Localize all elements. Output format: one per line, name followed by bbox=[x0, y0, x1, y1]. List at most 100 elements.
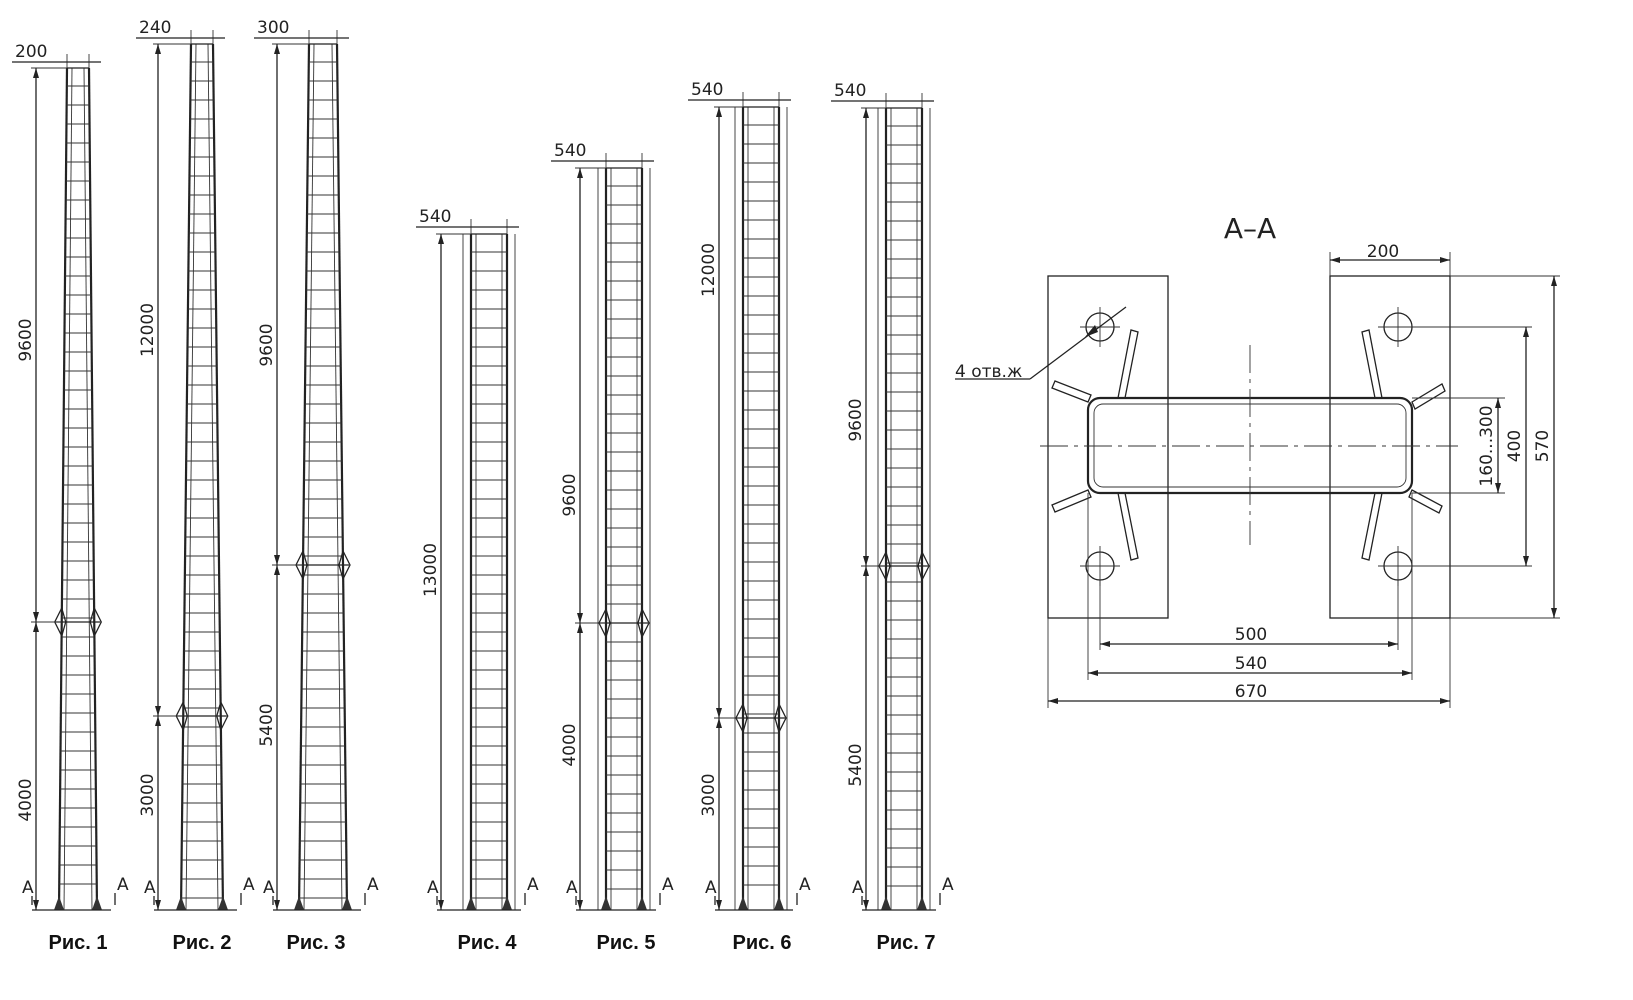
column-chord bbox=[297, 43, 311, 911]
width-dimension: 540 bbox=[554, 141, 586, 161]
base-foot bbox=[294, 896, 304, 910]
splice-joint bbox=[175, 700, 188, 732]
base-foot bbox=[917, 896, 927, 910]
length-dimension: 9600 bbox=[560, 473, 580, 516]
column-chord bbox=[303, 43, 315, 911]
base-plate-right bbox=[1329, 275, 1451, 619]
length-dimension: 4000 bbox=[560, 723, 580, 766]
section-marker-right: A bbox=[243, 875, 255, 895]
dim-plate-width: 200 bbox=[1367, 242, 1399, 262]
column-chord bbox=[185, 43, 197, 911]
section-marker-left: A bbox=[566, 878, 578, 898]
figure-caption: Рис. 4 bbox=[458, 932, 518, 954]
base-foot bbox=[92, 896, 102, 910]
base-foot bbox=[637, 896, 647, 910]
base-foot bbox=[738, 896, 748, 910]
base-foot bbox=[774, 896, 784, 910]
section-marker-left: A bbox=[22, 878, 34, 898]
section-marker-left: A bbox=[144, 878, 156, 898]
section-marker-right: A bbox=[662, 875, 674, 895]
splice-joint bbox=[774, 702, 787, 734]
dim-overall-h: 670 bbox=[1235, 682, 1267, 702]
section-marker-left: A bbox=[263, 878, 275, 898]
length-dimension: 13000 bbox=[421, 543, 441, 597]
dim-plate-centers: 540 bbox=[1235, 654, 1267, 674]
dim-overall-v: 570 bbox=[1533, 430, 1553, 462]
column-chord bbox=[57, 67, 69, 911]
width-dimension: 240 bbox=[139, 18, 171, 38]
length-dimension: 5400 bbox=[846, 743, 866, 786]
base-foot bbox=[881, 896, 891, 910]
base-foot bbox=[54, 896, 64, 910]
width-dimension: 540 bbox=[834, 81, 866, 101]
section-marker-right: A bbox=[527, 875, 539, 895]
figure-caption: Рис. 7 bbox=[877, 932, 936, 954]
length-dimension: 3000 bbox=[138, 773, 158, 816]
width-dimension: 540 bbox=[691, 80, 723, 100]
section-marker-right: A bbox=[367, 875, 379, 895]
splice-joint bbox=[878, 550, 891, 582]
dim-rib-range: 160...300 bbox=[1477, 405, 1497, 486]
base-foot bbox=[342, 896, 352, 910]
dim-hole-spacing-h: 500 bbox=[1235, 625, 1267, 645]
section-marker-left: A bbox=[427, 878, 439, 898]
width-dimension: 200 bbox=[15, 42, 47, 62]
splice-joint bbox=[637, 607, 650, 639]
splice-joint bbox=[216, 700, 229, 732]
splice-joint bbox=[54, 606, 67, 638]
base-foot bbox=[176, 896, 186, 910]
length-dimension: 9600 bbox=[16, 318, 36, 361]
anchor-holes bbox=[1080, 307, 1418, 586]
base-foot bbox=[466, 896, 476, 910]
splice-joint bbox=[295, 549, 308, 581]
column-chord bbox=[211, 43, 225, 911]
splice-joint bbox=[598, 607, 611, 639]
length-dimension: 9600 bbox=[257, 323, 277, 366]
column-chord bbox=[331, 43, 343, 911]
base-foot bbox=[218, 896, 228, 910]
section-marker-left: A bbox=[705, 878, 717, 898]
length-dimension: 9600 bbox=[846, 398, 866, 441]
length-dimension: 5400 bbox=[257, 703, 277, 746]
column-chord bbox=[207, 43, 219, 911]
figure-caption: Рис. 2 bbox=[173, 932, 232, 954]
base-foot bbox=[601, 896, 611, 910]
splice-joint bbox=[89, 606, 102, 638]
section-marker-right: A bbox=[799, 875, 811, 895]
width-dimension: 540 bbox=[419, 207, 451, 227]
section-marker-right: A bbox=[117, 875, 129, 895]
figure-caption: Рис. 1 bbox=[49, 932, 108, 954]
length-dimension: 4000 bbox=[16, 778, 36, 821]
stiffener-ribs bbox=[1051, 329, 1446, 561]
holes-label: 4 отв.ж bbox=[955, 362, 1022, 382]
column-chord bbox=[179, 43, 193, 911]
length-dimension: 12000 bbox=[699, 243, 719, 297]
section-marker-left: A bbox=[852, 878, 864, 898]
column-chord bbox=[87, 67, 99, 911]
figure-caption: Рис. 5 bbox=[597, 932, 656, 954]
splice-joint bbox=[917, 550, 930, 582]
splice-joint bbox=[338, 549, 351, 581]
length-dimension: 3000 bbox=[699, 773, 719, 816]
section-marker-right: A bbox=[942, 875, 954, 895]
section-a-a: A–A bbox=[955, 212, 1560, 708]
dim-hole-spacing-v: 400 bbox=[1505, 430, 1525, 462]
base-foot bbox=[502, 896, 512, 910]
length-dimension: 12000 bbox=[138, 303, 158, 357]
width-dimension: 300 bbox=[257, 18, 289, 38]
figure-caption: Рис. 6 bbox=[733, 932, 792, 954]
section-title: A–A bbox=[1224, 212, 1276, 245]
figure-caption: Рис. 3 bbox=[287, 932, 346, 954]
column-chord bbox=[335, 43, 349, 911]
splice-joint bbox=[735, 702, 748, 734]
base-plate-left bbox=[1047, 275, 1169, 619]
